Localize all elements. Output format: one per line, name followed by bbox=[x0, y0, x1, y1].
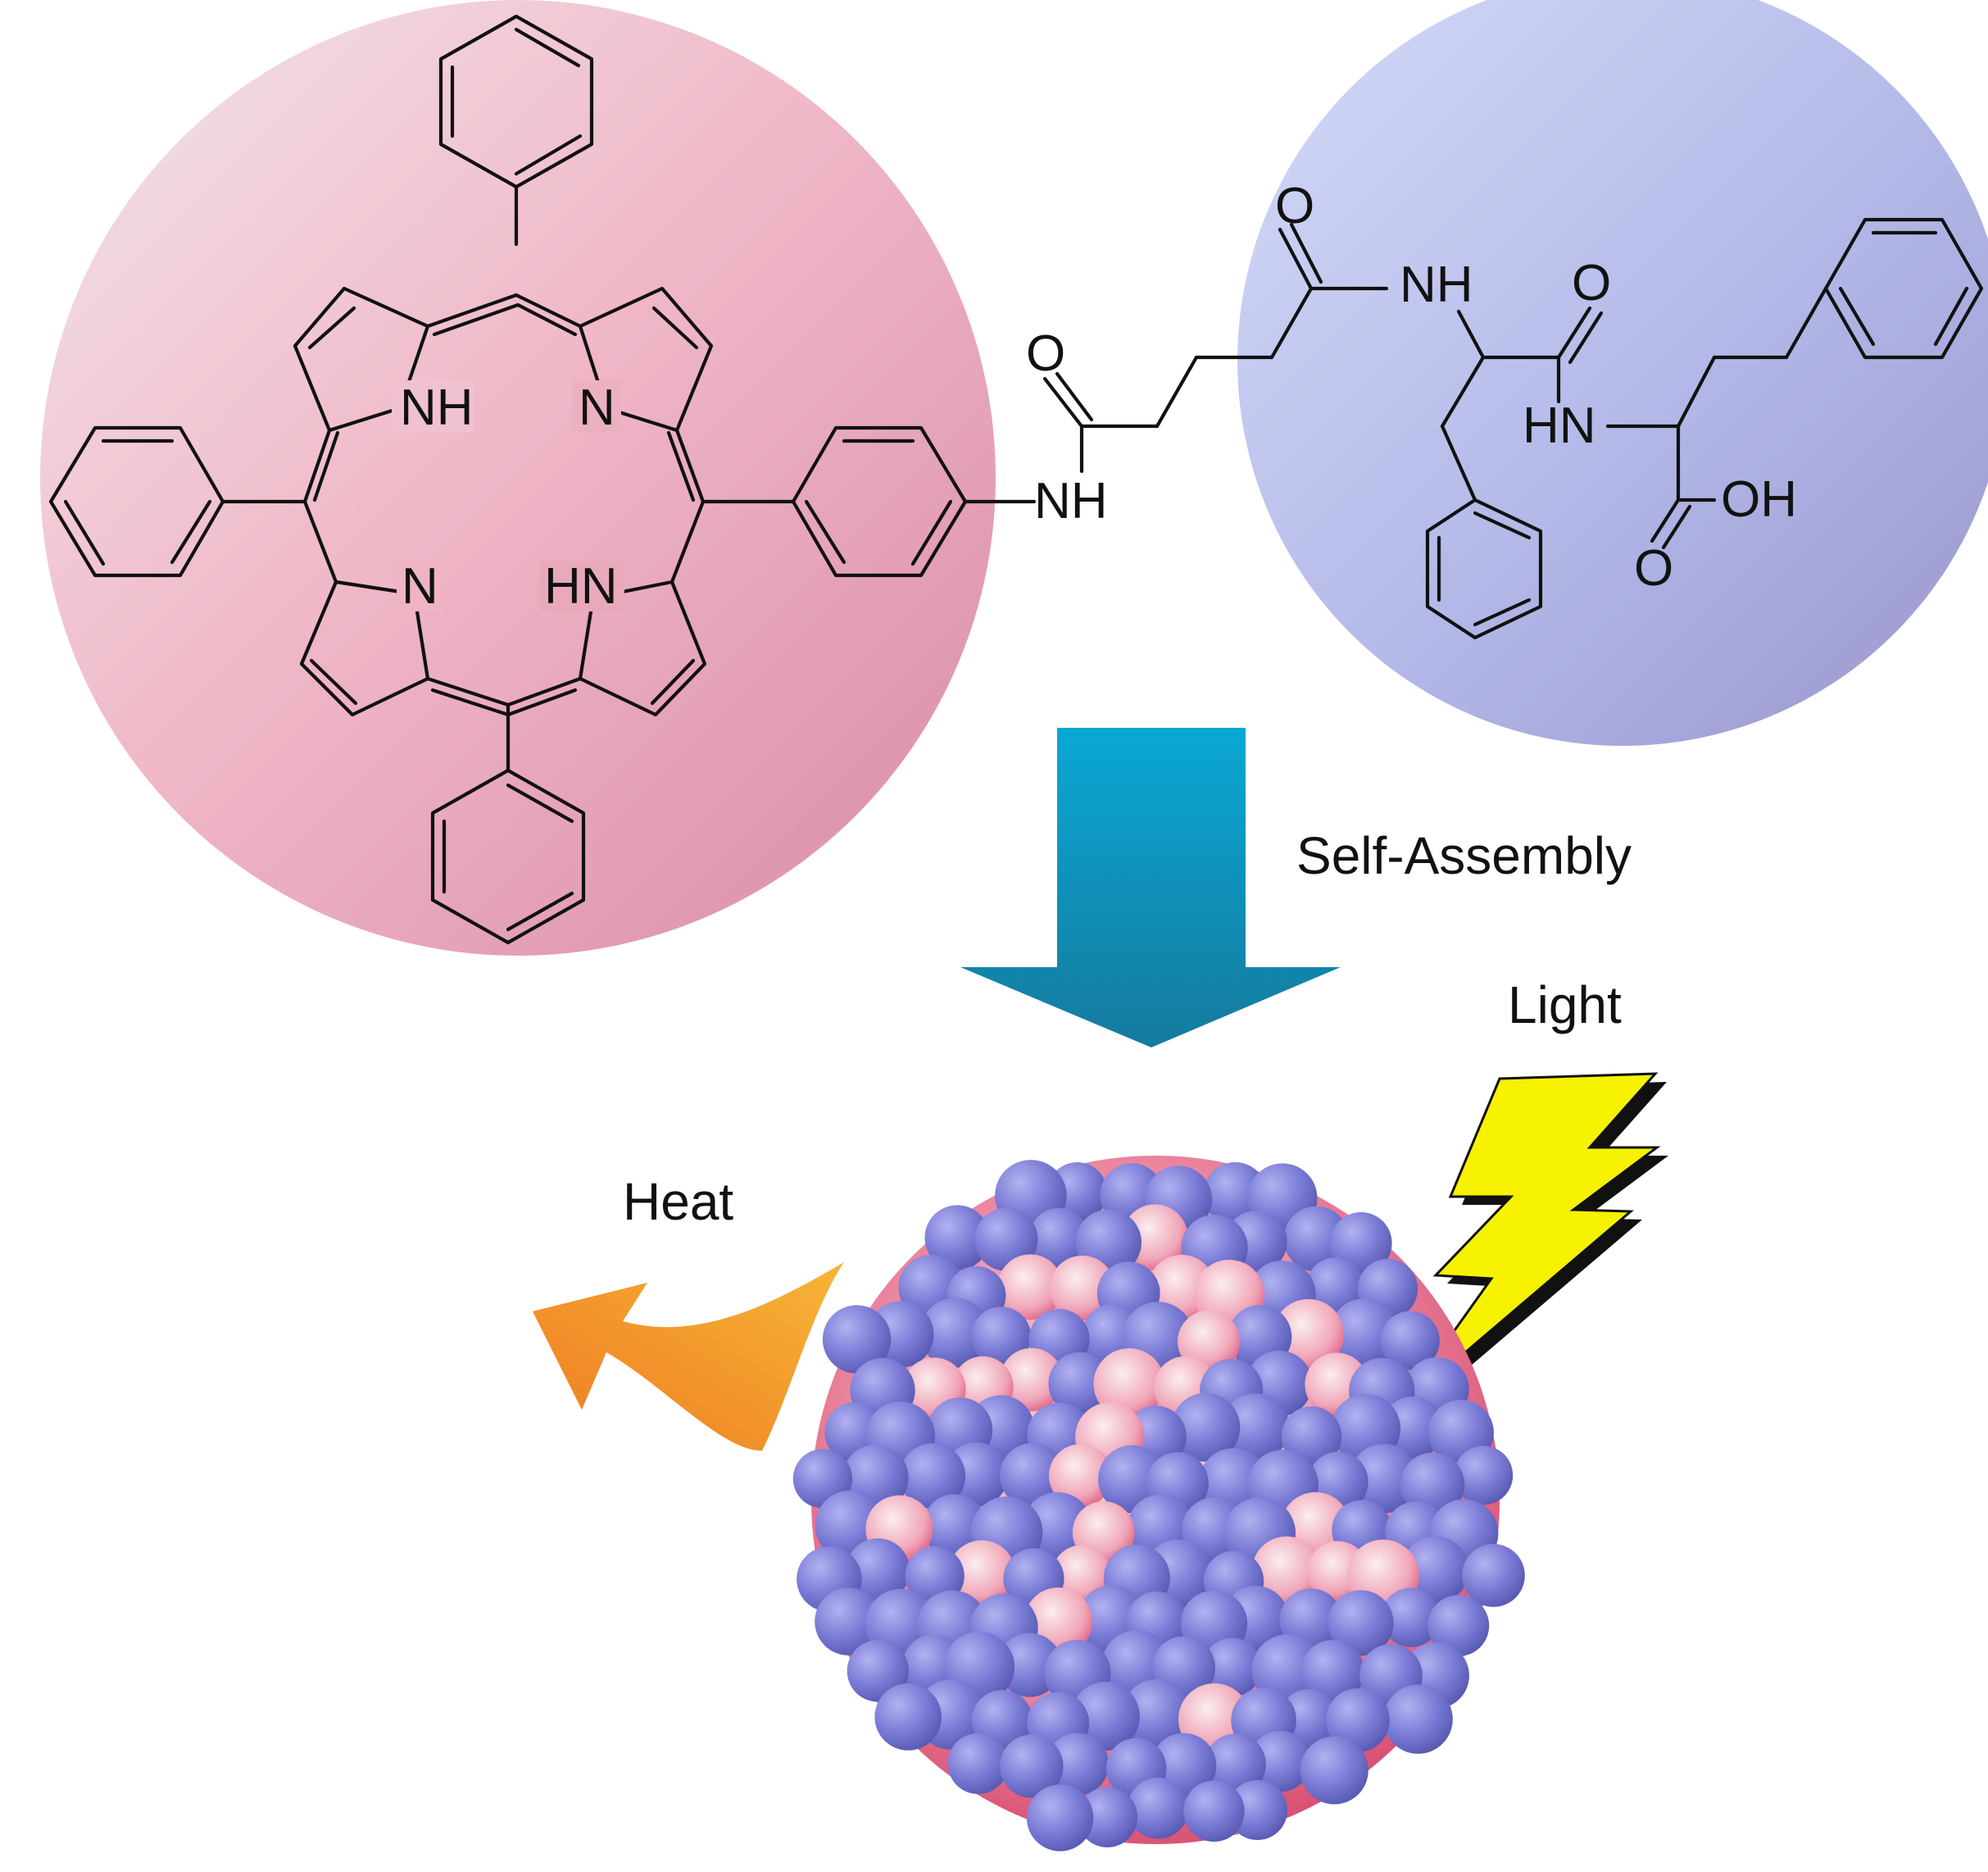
pink-sphere bbox=[1049, 1443, 1113, 1508]
blue-sphere bbox=[1401, 1536, 1469, 1604]
blue-sphere bbox=[1000, 1443, 1065, 1508]
atom-amide-o1: O bbox=[1026, 325, 1065, 382]
blue-sphere bbox=[1328, 1590, 1394, 1656]
light-label: Light bbox=[1508, 975, 1622, 1034]
blue-sphere bbox=[1454, 1446, 1514, 1505]
self-assembly-label: Self-Assembly bbox=[1296, 826, 1632, 885]
blue-sphere bbox=[1070, 1681, 1140, 1751]
nanoparticle bbox=[792, 1156, 1525, 1852]
blue-sphere bbox=[1383, 1684, 1453, 1754]
blue-sphere bbox=[1381, 1588, 1441, 1647]
blue-sphere bbox=[1300, 1736, 1368, 1805]
pink-sphere bbox=[997, 1254, 1064, 1320]
pink-sphere bbox=[1273, 1299, 1344, 1370]
porphyrin-structure bbox=[48, 14, 1037, 945]
pink-sphere bbox=[1093, 1348, 1165, 1420]
blue-sphere bbox=[1349, 1443, 1419, 1514]
pink-sphere bbox=[1178, 1310, 1241, 1373]
atom-n-top-right: N bbox=[579, 379, 615, 436]
blue-sphere bbox=[1300, 1640, 1364, 1704]
blue-sphere bbox=[1278, 1688, 1339, 1749]
curved-arrow-icon bbox=[533, 1262, 844, 1451]
atom-labels: NH N N HN NH O O NH O HN OH O bbox=[392, 178, 1797, 615]
blue-sphere bbox=[1325, 1688, 1390, 1752]
blue-sphere bbox=[1048, 1352, 1111, 1415]
blue-sphere bbox=[1000, 1734, 1064, 1798]
pink-sphere bbox=[1000, 1347, 1064, 1411]
blue-sphere bbox=[1171, 1393, 1241, 1462]
blue-sphere bbox=[1183, 1780, 1245, 1842]
blue-sphere bbox=[1281, 1406, 1342, 1467]
atom-hn-bottom-right: HN bbox=[544, 558, 618, 615]
blue-sphere bbox=[1122, 1679, 1191, 1749]
blue-sphere bbox=[822, 1305, 892, 1374]
diphenylalanine-structure bbox=[1425, 217, 1984, 640]
blue-sphere bbox=[1427, 1595, 1490, 1656]
blue-sphere bbox=[1249, 1730, 1311, 1792]
blue-sphere bbox=[846, 1640, 910, 1702]
down-arrow-icon bbox=[960, 728, 1341, 1047]
blue-sphere bbox=[1077, 1787, 1138, 1847]
atom-acid-oh: OH bbox=[1721, 471, 1797, 528]
pink-sphere bbox=[947, 1540, 1016, 1608]
blue-sphere bbox=[1400, 1452, 1465, 1517]
blue-sphere bbox=[1127, 1777, 1189, 1839]
blue-sphere bbox=[924, 1205, 990, 1270]
blue-sphere bbox=[900, 1443, 966, 1509]
blue-sphere bbox=[846, 1538, 910, 1603]
atom-peptide-o: O bbox=[1572, 255, 1611, 311]
peptide-domain-circle bbox=[1237, 0, 1988, 746]
atom-amide-nh: NH bbox=[1034, 473, 1108, 529]
blue-sphere bbox=[1380, 1311, 1440, 1370]
blue-sphere bbox=[1221, 1393, 1290, 1461]
blue-sphere bbox=[947, 1733, 1009, 1794]
blue-sphere bbox=[1205, 1733, 1266, 1795]
heat-label: Heat bbox=[623, 1172, 733, 1231]
blue-sphere bbox=[815, 1588, 883, 1656]
blue-sphere bbox=[1046, 1733, 1109, 1796]
blue-sphere bbox=[1227, 1779, 1288, 1840]
atom-amide-o2: O bbox=[1275, 178, 1314, 234]
lightning-bolt-icon bbox=[1396, 1072, 1668, 1418]
blue-sphere bbox=[1462, 1543, 1525, 1607]
blue-sphere bbox=[1028, 1207, 1090, 1270]
blue-sphere bbox=[1329, 1298, 1400, 1369]
glutaryl-linker bbox=[1042, 222, 1389, 474]
blue-sphere bbox=[1026, 1784, 1094, 1852]
atom-n-bottom-left: N bbox=[402, 558, 438, 615]
atom-acid-o: O bbox=[1634, 540, 1673, 597]
blue-sphere bbox=[1202, 1638, 1262, 1697]
atom-peptide-hn: HN bbox=[1523, 398, 1596, 454]
blue-sphere bbox=[874, 1683, 942, 1751]
pink-sphere bbox=[1050, 1255, 1115, 1321]
blue-sphere bbox=[974, 1207, 1038, 1271]
blue-sphere bbox=[1098, 1445, 1167, 1514]
atom-peptide-nh: NH bbox=[1400, 257, 1473, 313]
blue-sphere bbox=[919, 1297, 991, 1369]
blue-sphere bbox=[971, 1306, 1032, 1367]
blue-sphere bbox=[1330, 1212, 1392, 1275]
atom-nh-top-left: NH bbox=[400, 379, 474, 436]
porphyrin-domain-circle bbox=[40, 0, 996, 956]
